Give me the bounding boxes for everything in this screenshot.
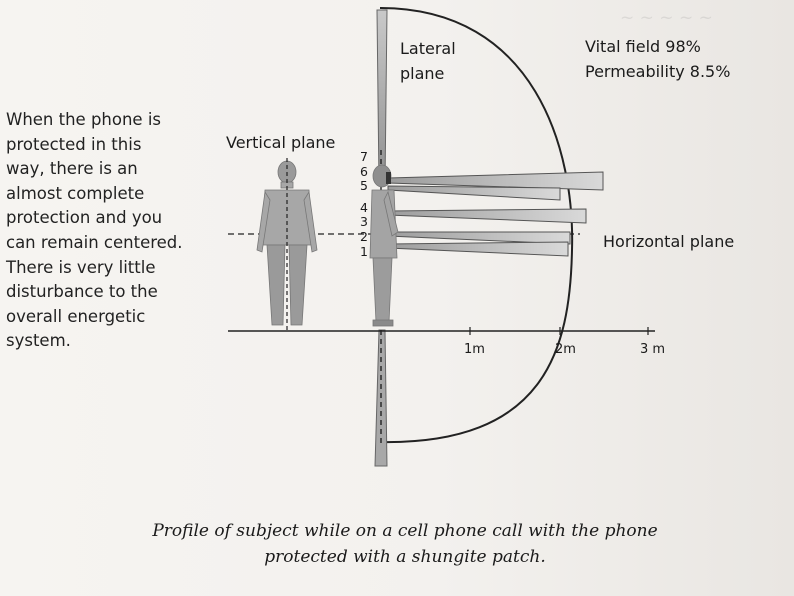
sidebar-description: When the phone is protected in this way,…	[6, 110, 183, 351]
lateral-plane-wedge	[376, 9, 388, 186]
level-number: 2	[360, 228, 368, 244]
distance-label-2m: 2m	[555, 342, 576, 357]
beam-level-4	[387, 208, 587, 224]
level-number: 6	[360, 163, 368, 179]
beam-level-2	[387, 241, 569, 257]
level-number: 5	[360, 178, 368, 194]
level-number: 1	[360, 243, 368, 259]
show-through-text: ~ ~ ~ ~ ~	[620, 8, 713, 28]
beam-level-5	[387, 185, 561, 201]
vertical-plane-label: Vertical plane	[226, 133, 336, 152]
phone-icon	[386, 172, 391, 184]
level-numbers: 7 6 5 4 3 2 1	[356, 149, 368, 259]
caption-line-2: protected with a shungite patch.	[264, 547, 546, 567]
profile-figure	[369, 164, 399, 327]
lateral-plane-label: Lateral plane	[400, 39, 456, 83]
level-number: 3	[360, 214, 368, 230]
level-number: 7	[360, 149, 368, 164]
level-number: 4	[360, 199, 368, 215]
distance-label-3m: 3 m	[640, 342, 666, 357]
vital-field-boundary	[379, 7, 574, 444]
figure-caption: Profile of subject while on a cell phone…	[95, 518, 715, 570]
distance-label-1m: 1m	[464, 342, 485, 357]
permeability-stat: Permeability 8.5%	[585, 62, 731, 81]
field-stats: Vital field 98% Permeability 8.5%	[585, 34, 730, 84]
caption-line-1: Profile of subject while on a cell phone…	[152, 521, 658, 541]
horizontal-plane-label: Horizontal plane	[603, 232, 735, 251]
vital-field-stat: Vital field 98%	[585, 37, 701, 56]
